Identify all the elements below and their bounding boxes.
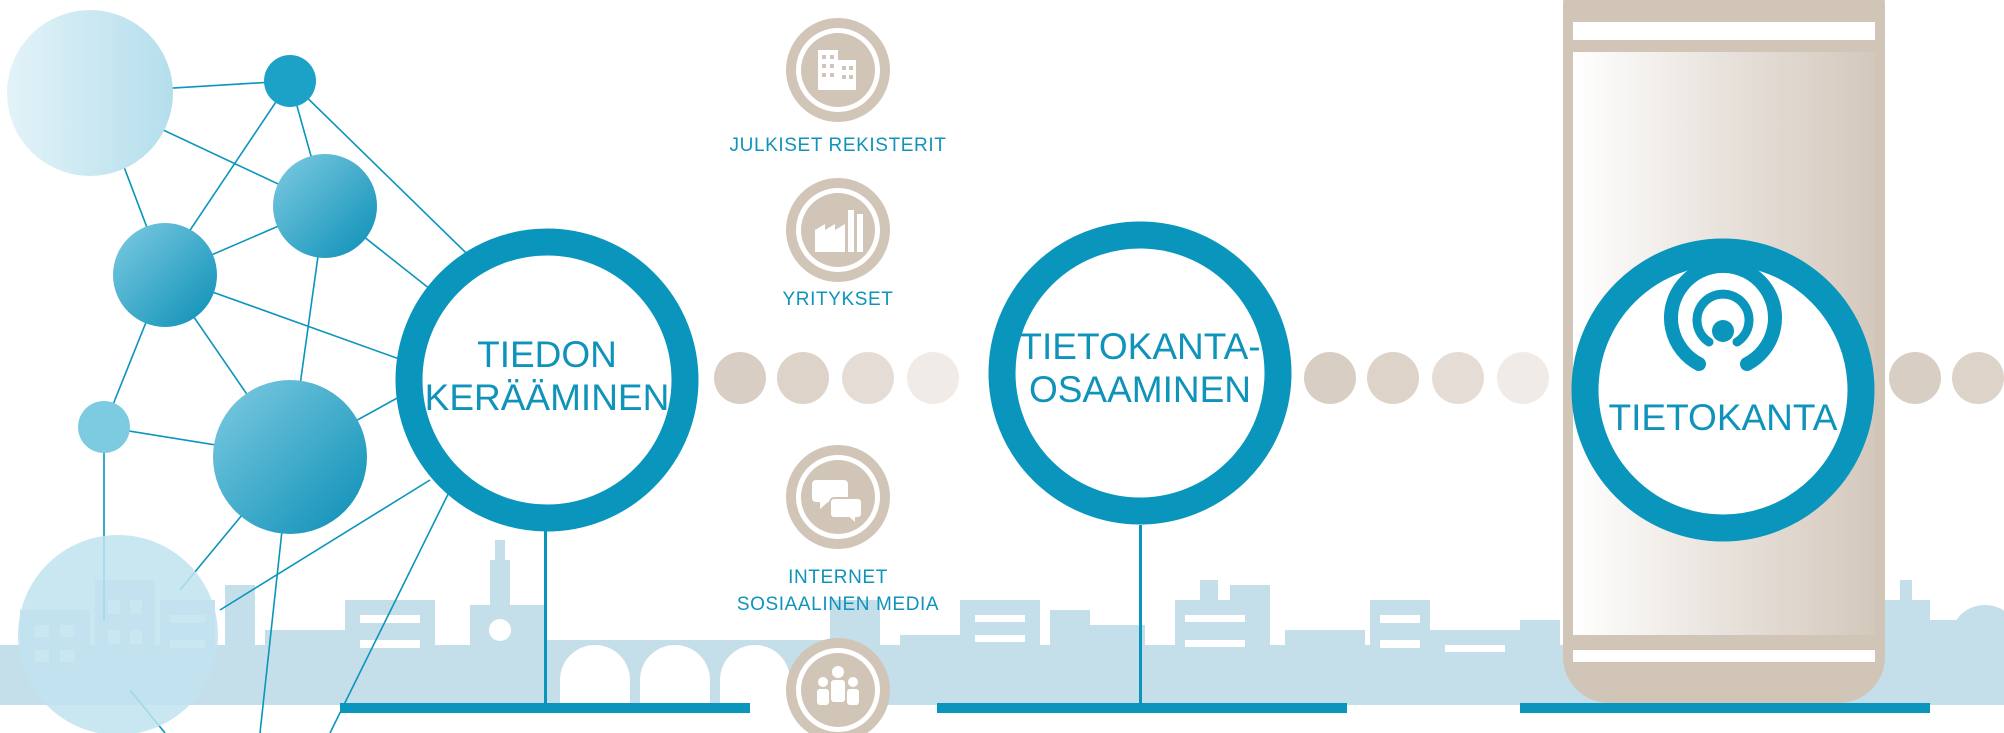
baselines xyxy=(340,525,1930,713)
factory-icon xyxy=(786,178,890,282)
database-logo-icon xyxy=(1664,258,1782,371)
office-building-icon xyxy=(786,18,890,122)
network-node xyxy=(78,401,130,453)
connector-dots xyxy=(714,352,2004,404)
stage-label-expertise-line1: TIETOKANTA- xyxy=(1019,326,1261,367)
network-node xyxy=(273,154,377,258)
source-label-registers: JULKISET REKISTERIT xyxy=(729,135,947,156)
source-label-social-media: SOSIAALINEN MEDIA xyxy=(736,594,940,615)
network-node xyxy=(264,55,316,107)
collection-ring xyxy=(395,228,699,532)
expertise-ring xyxy=(988,221,1292,525)
city-arches xyxy=(489,619,790,705)
source-label-companies: YRITYKSET xyxy=(782,289,894,310)
stage-label-collection-line1: TIEDON xyxy=(477,334,617,375)
people-group-icon xyxy=(786,638,890,733)
network-node xyxy=(213,380,367,534)
database-ring xyxy=(1571,238,1875,542)
network-nodes xyxy=(7,10,377,733)
stage-label-database: TIETOKANTA xyxy=(1608,397,1838,438)
stage-label-expertise-line2: OSAAMINEN xyxy=(1028,369,1252,410)
network-node xyxy=(113,223,217,327)
network-node xyxy=(7,10,173,176)
source-label-internet: INTERNET xyxy=(788,567,888,588)
chat-bubbles-icon xyxy=(786,445,890,549)
stage-rings xyxy=(395,221,1875,542)
network-node xyxy=(18,535,218,733)
stage-label-collection-line2: KERÄÄMINEN xyxy=(424,377,670,418)
